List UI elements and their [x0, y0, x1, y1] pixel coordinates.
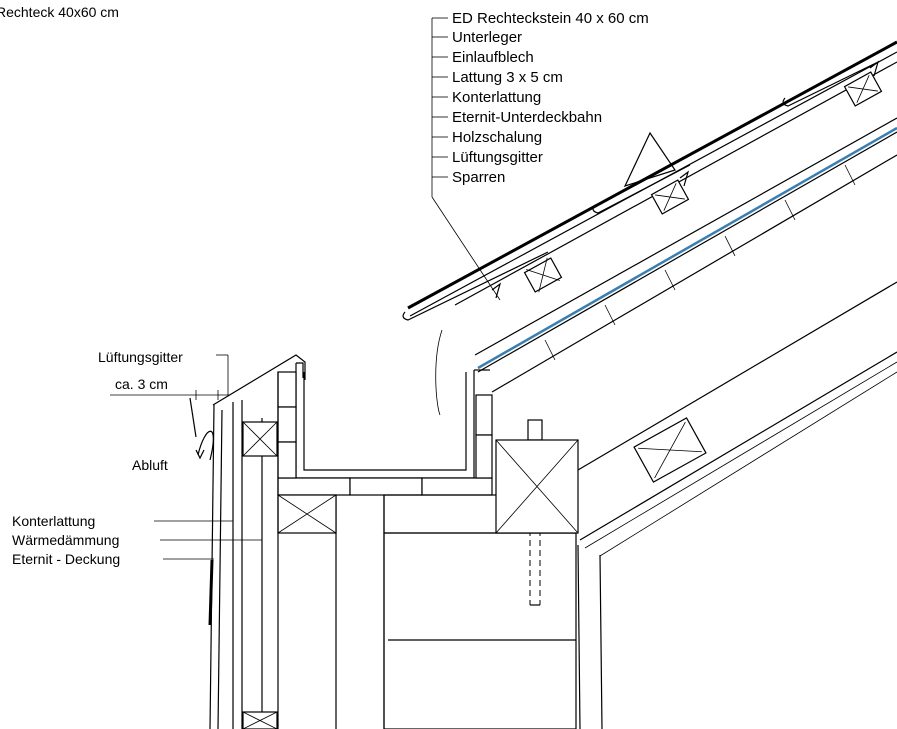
roof-legend: ED Rechteckstein 40 x 60 cm Unterleger E…: [431, 10, 649, 301]
label-gap: ca. 3 cm: [115, 376, 168, 392]
membrane-line: [477, 126, 897, 370]
wall-labels: Lüftungsgitter ca. 3 cm Abluft Konterlat…: [12, 349, 262, 567]
legend-einlaufblech: Einlaufblech: [452, 49, 534, 66]
header-note: Rechteck 40x60 cm: [0, 4, 119, 20]
wall-section: [208, 372, 279, 729]
roof-section: [402, 40, 897, 729]
legend-unterdeckbahn: Eternit-Unterdeckbahn: [452, 109, 602, 126]
label-waermedaemmung: Wärmedämmung: [12, 532, 119, 548]
legend-holzschalung: Holzschalung: [452, 129, 542, 146]
legend-konterlattung: Konterlattung: [452, 89, 541, 106]
label-konterlattung: Konterlattung: [12, 513, 95, 529]
legend-lattung: Lattung 3 x 5 cm: [452, 69, 563, 86]
label-abluft: Abluft: [132, 457, 168, 473]
legend-sparren: Sparren: [452, 169, 505, 186]
legend-lueftungsgitter: Lüftungsgitter: [452, 149, 543, 166]
label-eternit-deckung: Eternit - Deckung: [12, 551, 120, 567]
legend-unterleger: Unterleger: [452, 29, 522, 46]
box-gutter: [189, 354, 579, 729]
airflow-curve: [435, 329, 443, 416]
label-lueftungsgitter: Lüftungsgitter: [98, 349, 183, 365]
legend-rechteckstein: ED Rechteckstein 40 x 60 cm: [452, 10, 649, 27]
